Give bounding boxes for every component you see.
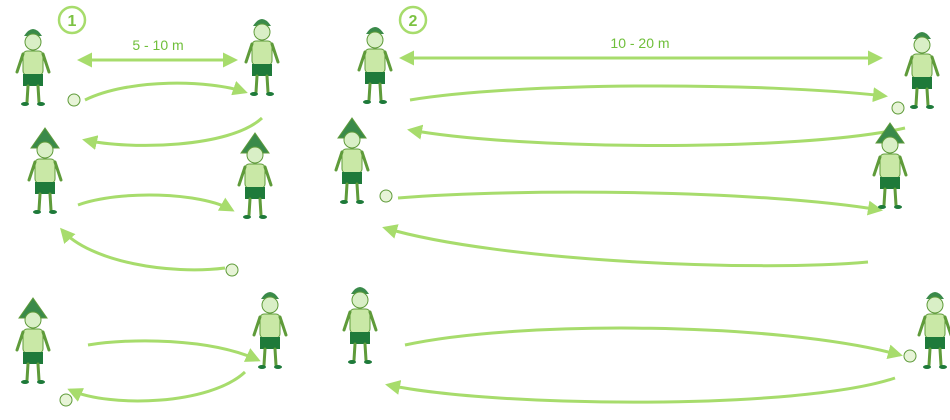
- return-loop-2-3: [388, 378, 895, 402]
- panel-2-badge: 2: [400, 7, 426, 33]
- player-1-3-left: [17, 298, 49, 384]
- player-2-2-right: [874, 123, 906, 209]
- player-1-2-left: [29, 128, 61, 214]
- ball-1-3: [60, 394, 72, 406]
- player-1-3-right: [254, 292, 286, 369]
- player-2-1-right: [906, 32, 938, 109]
- ball-1-1: [68, 94, 80, 106]
- panel-1-badge: 1: [59, 7, 85, 33]
- player-2-2-left: [336, 118, 368, 204]
- return-loop-2-1: [410, 128, 905, 146]
- player-2-3-right: [919, 292, 950, 369]
- return-loop-1-2: [62, 230, 225, 270]
- panel-2-number: 2: [409, 13, 418, 30]
- ball-2-3: [904, 350, 916, 362]
- pass-loop-2-1: [410, 86, 885, 100]
- return-loop-1-1: [85, 118, 262, 145]
- panel-1-distance-label: 5 - 10 m: [132, 37, 183, 53]
- pass-loop-1-2: [78, 195, 232, 210]
- pass-loop-2-2: [398, 192, 880, 210]
- pass-loop-1-3: [88, 341, 258, 360]
- player-2-1-left: [359, 27, 391, 104]
- panel-2: 2 10 - 20 m: [385, 7, 905, 402]
- player-1-1-left: [17, 29, 49, 106]
- pass-loop-2-3: [405, 328, 900, 355]
- player-2-3-left: [344, 287, 376, 364]
- ball-2-1: [892, 102, 904, 114]
- player-1-1-right: [246, 19, 278, 96]
- return-loop-2-2: [385, 228, 868, 266]
- pass-loop-1-1: [85, 83, 245, 100]
- panel-1-number: 1: [68, 13, 77, 30]
- ball-2-2: [380, 190, 392, 202]
- player-1-2-right: [239, 133, 271, 219]
- return-loop-1-3: [70, 372, 245, 401]
- panel-2-distance-label: 10 - 20 m: [610, 35, 669, 51]
- panel-1: 1 5 - 10 m: [59, 7, 262, 401]
- ball-1-2: [226, 264, 238, 276]
